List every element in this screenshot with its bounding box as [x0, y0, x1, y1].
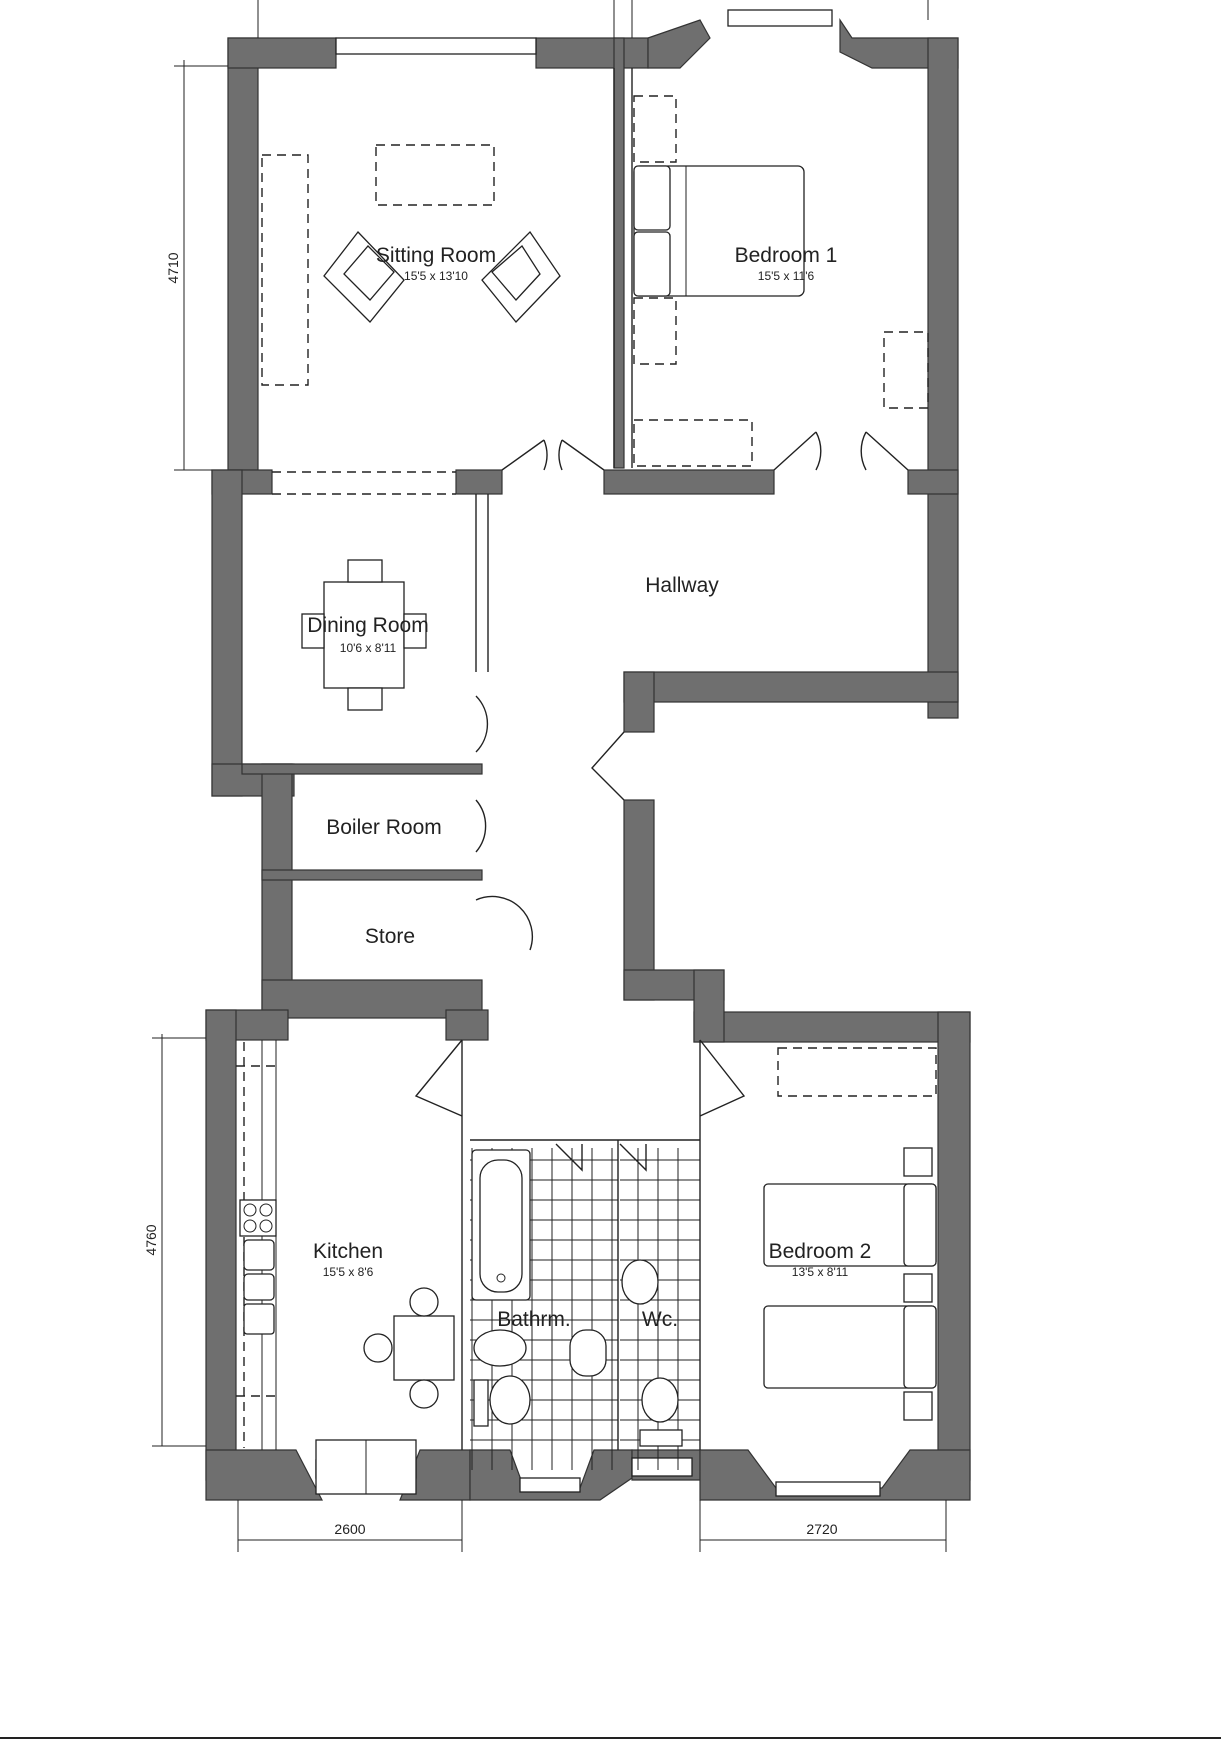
windows	[272, 9, 881, 1497]
armchair-right	[481, 230, 561, 323]
chest-outline	[633, 419, 753, 467]
armchair-left	[323, 231, 405, 323]
bedside-table	[903, 1391, 933, 1421]
bathroom-bidet	[473, 1329, 527, 1367]
sitting-room-label: Sitting Room	[376, 244, 496, 267]
store-label: Store	[365, 925, 415, 948]
labels: Sitting Room 15'5 x 13'10 Bedroom 1 15'5…	[143, 244, 871, 1537]
bedside-outline	[633, 297, 677, 365]
bedside-table	[903, 1273, 933, 1303]
bath-fixtures	[471, 1149, 683, 1447]
bedroom1-label: Bedroom 1	[735, 244, 838, 267]
walls	[205, 18, 971, 1501]
dining-room-label: Dining Room	[307, 614, 428, 637]
boiler-room-label: Boiler Room	[326, 816, 442, 839]
kitchen-width-dimension: 2600	[334, 1521, 365, 1537]
bathtub	[471, 1149, 531, 1301]
kitchen-table-set	[363, 1287, 455, 1409]
wc-toilet	[639, 1377, 683, 1447]
double-bed	[633, 165, 805, 297]
bottom-height-dimension: 4760	[143, 1224, 159, 1255]
bedroom2-label: Bedroom 2	[769, 1240, 872, 1263]
single-bed-lower	[763, 1305, 937, 1389]
interior-lines	[261, 68, 701, 1450]
bedside-table	[903, 1147, 933, 1177]
bathroom-basin	[569, 1329, 607, 1377]
bathroom-label: Bathrm.	[497, 1308, 571, 1331]
chest-outline	[777, 1047, 937, 1097]
sideboard-outline	[261, 154, 309, 386]
single-bed-upper	[763, 1183, 937, 1267]
coffee-table-outline	[375, 144, 495, 206]
bedroom1-size: 15'5 x 11'6	[758, 269, 815, 283]
sitting-room-size: 15'5 x 13'10	[404, 269, 468, 283]
doors	[414, 431, 909, 1172]
kitchen-worktop	[236, 1042, 277, 1448]
bedside-outline	[633, 95, 677, 163]
bedroom2-width-dimension: 2720	[806, 1521, 837, 1537]
wardrobe-outline	[883, 331, 929, 409]
top-height-dimension: 4710	[165, 252, 181, 283]
furniture	[236, 95, 937, 1495]
bedroom2-size: 13'5 x 8'11	[792, 1265, 849, 1279]
wc-basin	[621, 1259, 659, 1305]
bathroom-tiles	[470, 1148, 618, 1470]
hallway-label: Hallway	[645, 574, 719, 597]
dining-room-size: 10'6 x 8'11	[340, 641, 397, 655]
dining-table-set	[301, 559, 427, 711]
kitchen-french-door	[315, 1439, 417, 1495]
kitchen-label: Kitchen	[313, 1240, 383, 1263]
bathroom-toilet	[473, 1375, 531, 1427]
wc-label: Wc.	[642, 1308, 678, 1331]
kitchen-size: 15'5 x 8'6	[323, 1265, 374, 1279]
dimension-lines	[152, 0, 947, 1552]
